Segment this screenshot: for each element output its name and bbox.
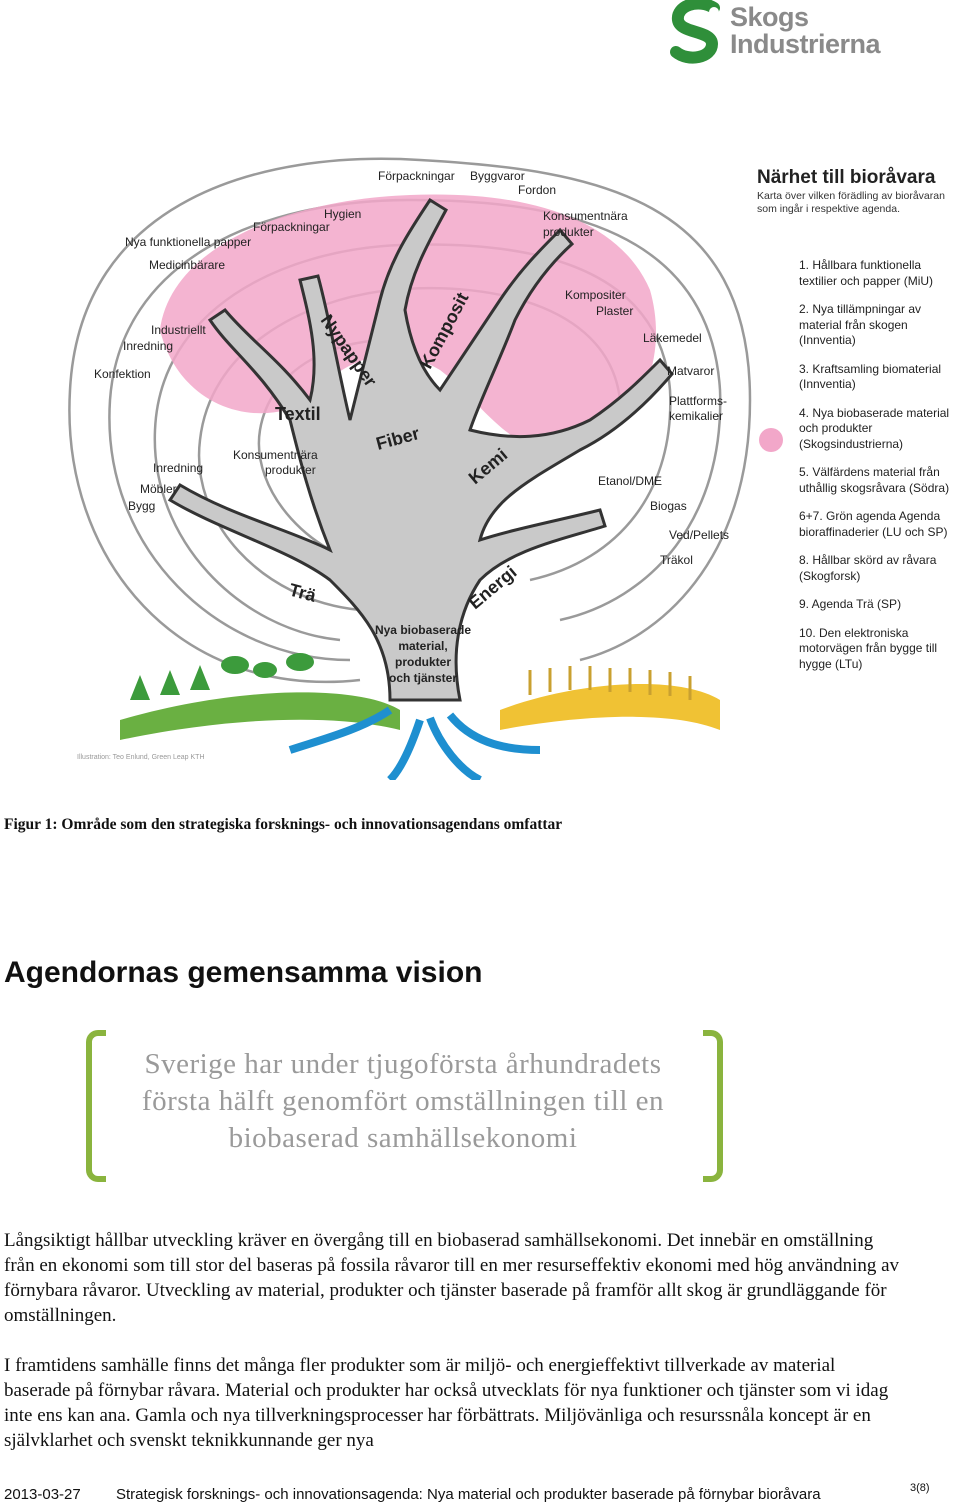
trunk-label-line-1: Nya biobaserade [375, 623, 471, 637]
body-paragraph-1: Långsiktigt hållbar utveckling kräver en… [4, 1230, 900, 1326]
label-konsumentnara-top-1: Konsumentnära [543, 209, 628, 223]
label-plattforms-2: kemikalier [669, 409, 723, 423]
branch-label-textil: Textil [275, 404, 321, 424]
legend-item: 9. Agenda Trä (SP) [799, 597, 902, 611]
label-konsumentnara-top-2: produkter [543, 225, 594, 239]
trunk-label-line-3: produkter [395, 655, 451, 669]
trunk-label: Nya biobaserade material, produkter och … [375, 623, 471, 685]
footer-page-number: 3(8) [910, 1482, 930, 1494]
label-konsumentnara-2: produkter [265, 463, 316, 477]
label-forpackningar: Förpackningar [253, 220, 330, 234]
legend-item: 10. Den elektroniska motorvägen från byg… [799, 625, 938, 671]
legend-pink-dot [759, 428, 783, 452]
label-inredning-top: Inredning [123, 339, 173, 353]
bio-tree-diagram: Textil Nypapper Komposit Fiber Kemi Trä … [68, 157, 783, 780]
label-plaster: Plaster [596, 304, 633, 318]
label-matvaror: Matvaror [667, 364, 714, 378]
tree-shape [167, 197, 674, 702]
label-etanol-dme: Etanol/DME [598, 474, 662, 488]
vision-quote: Sverige har under tjugoförsta århundrade… [141, 1048, 665, 1154]
logo-s-mark-icon [670, 0, 720, 64]
legend-item: 6+7. Grön agenda Agenda bioraffinaderier… [799, 509, 948, 539]
legend-item: 2. Nya tillämpningar av material från sk… [799, 302, 922, 347]
small-trees [130, 653, 314, 700]
label-bygg: Bygg [128, 499, 155, 513]
legend-subtitle: Karta över vilken förädling av bioråvara… [757, 190, 945, 215]
label-mobler: Möbler [140, 482, 177, 496]
body-paragraph-2: I framtidens samhälle finns det många fl… [4, 1355, 889, 1451]
logo-line-1: Skogs [730, 2, 809, 32]
illustration-credit: Illustration: Teo Enlund, Green Leap KTH [77, 754, 205, 761]
legend-title: Närhet till bioråvara [757, 167, 936, 188]
section-title: Agendornas gemensamma vision [4, 956, 483, 989]
label-biogas: Biogas [650, 499, 687, 513]
blue-roots [288, 706, 541, 780]
crop-stalks [528, 666, 692, 700]
label-hygien: Hygien [324, 207, 361, 221]
label-kompositer: Kompositer [565, 288, 626, 302]
branch-label-tra: Trä [287, 580, 319, 607]
quote-bracket-left [86, 1030, 106, 1182]
legend-list: 1. Hållbara funktionella textilier och p… [799, 258, 959, 685]
legend-item: 5. Välfärdens material från uthållig sko… [799, 465, 950, 495]
label-ved-pellets: Ved/Pellets [669, 528, 729, 542]
field-ground [500, 683, 720, 730]
label-fordon: Fordon [518, 183, 556, 197]
legend-item: 8. Hållbar skörd av råvara (Skogforsk) [799, 553, 937, 583]
logo-line-2: Industrierna [730, 29, 881, 59]
label-konfektion: Konfektion [94, 367, 151, 381]
legend-item: 3. Kraftsamling biomaterial (Innventia) [799, 361, 942, 392]
label-konsumentnara-1: Konsumentnära [233, 448, 318, 462]
legend-item: 4. Nya biobaserade material och produkte… [799, 405, 950, 451]
label-lakemedel: Läkemedel [643, 331, 702, 345]
forest-ground [120, 692, 400, 740]
legend-item: 1. Hållbara funktionella textilier och p… [799, 258, 934, 288]
label-byggvaror: Byggvaror [470, 169, 525, 183]
trunk-label-line-4: och tjänster [389, 671, 457, 685]
label-nya-funktionella-papper: Nya funktionella papper [125, 235, 251, 249]
trunk-label-line-2: material, [398, 639, 447, 653]
quote-bracket-right [703, 1030, 723, 1182]
label-trakol: Träkol [660, 553, 693, 567]
label-industriellt: Industriellt [151, 323, 206, 337]
label-inredning: Inredning [153, 461, 203, 475]
skogsindustrierna-logo: Skogs Industrierna [668, 0, 908, 68]
figure-caption: Figur 1: Område som den strategiska fors… [4, 816, 563, 833]
footer-title: Strategisk forsknings- och innovationsag… [116, 1486, 821, 1503]
label-medicinbarare: Medicinbärare [149, 258, 225, 272]
label-forpackningar-top: Förpackningar [378, 169, 455, 183]
footer-date: 2013-03-27 [4, 1486, 81, 1503]
label-plattforms-1: Plattforms- [669, 394, 727, 408]
